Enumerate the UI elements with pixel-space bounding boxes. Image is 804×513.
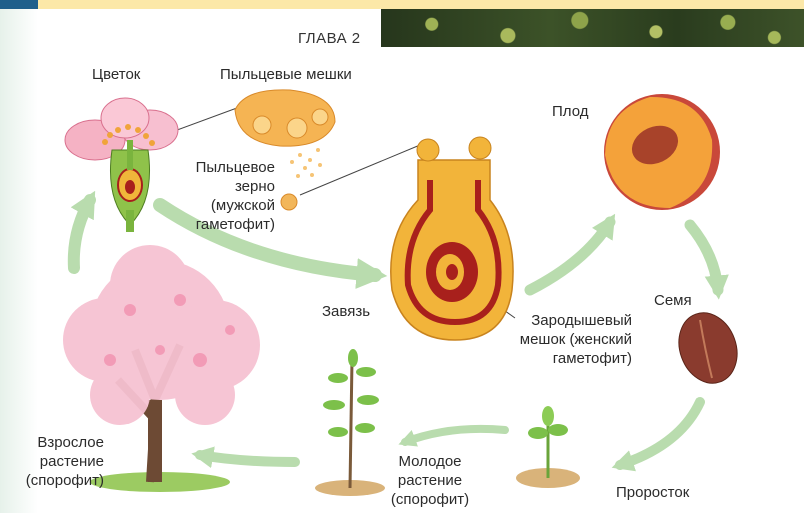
- arrow-young-to-adult: [200, 455, 295, 462]
- arrow-fruit-to-seed: [690, 225, 718, 290]
- arrow-ovary-to-fruit: [530, 222, 610, 290]
- arrow-sprout-to-young: [405, 429, 505, 442]
- seed-icon: [669, 305, 746, 392]
- sprout-icon: [516, 406, 580, 488]
- label-sprout: Проросток: [616, 483, 689, 502]
- fruit-icon: [604, 94, 720, 210]
- label-flower: Цветок: [92, 65, 140, 84]
- label-ovary: Завязь: [322, 302, 370, 321]
- label-young-plant: Молодое растение (спорофит): [381, 452, 479, 509]
- ovary-icon: [391, 137, 513, 340]
- label-fruit: Плод: [552, 102, 588, 121]
- arrow-seed-to-sprout: [620, 402, 700, 465]
- label-pollen-sacs: Пыльцевые мешки: [220, 65, 352, 84]
- label-seed: Семя: [654, 291, 692, 310]
- label-adult-plant: Взрослое растение (спорофит): [4, 433, 104, 490]
- young-plant-icon: [315, 349, 385, 496]
- pollen-grain-icon: [281, 194, 297, 210]
- label-pollen-grain: Пыльцевое зерно (мужской гаметофит): [170, 158, 275, 234]
- arrow-adult-to-flower: [74, 200, 90, 268]
- label-embryo-sac: Зародышевый мешок (женский гаметофит): [490, 311, 632, 368]
